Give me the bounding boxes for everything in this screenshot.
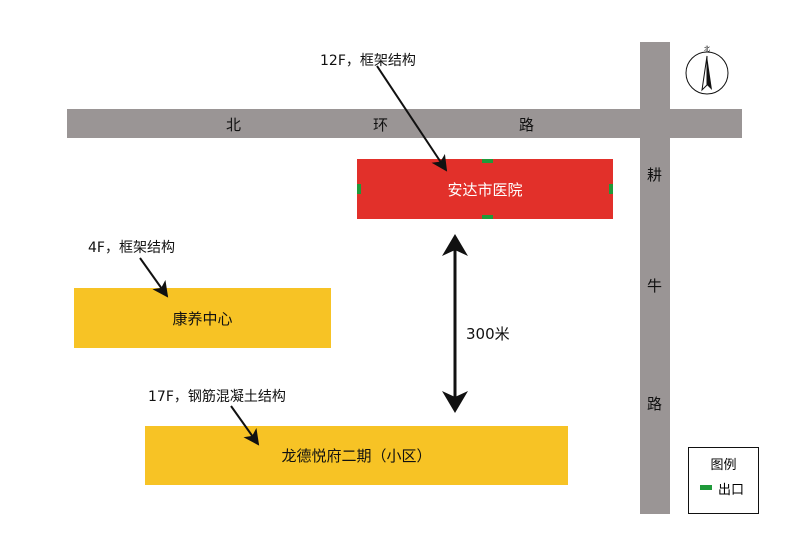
legend-exit-label: 出口 [718, 483, 745, 498]
distance-arrow-head-bottom [442, 391, 468, 413]
north-ring-road-char-2: 环 [373, 116, 389, 134]
hospital-exit-right [609, 184, 613, 194]
compass: 北 [684, 46, 730, 96]
compass-north-label: 北 [703, 46, 710, 53]
legend-exit-swatch [700, 485, 712, 490]
gengniu-road-char-2: 牛 [647, 277, 663, 295]
north-ring-road-char-1: 北 [226, 116, 242, 134]
gengniu-road [640, 42, 670, 514]
distance-label: 300米 [466, 325, 510, 343]
distance-arrow-head-top [442, 234, 468, 256]
gengniu-road-char-1: 耕 [647, 166, 663, 184]
hospital-exit-top [482, 159, 493, 163]
legend-box: 图例 出口 [688, 447, 759, 514]
care-center-building: 康养中心 [74, 288, 331, 348]
hospital-exit-bottom [482, 215, 493, 219]
legend-title: 图例 [710, 458, 737, 473]
residence-pointer-arrow [230, 405, 260, 446]
north-ring-road [67, 109, 742, 138]
care-center-note: 4F，框架结构 [88, 240, 175, 256]
hospital-note: 12F，框架结构 [320, 53, 416, 69]
care-center-name: 康养中心 [172, 309, 233, 328]
residence-building: 龙德悦府二期（小区） [145, 426, 568, 485]
gengniu-road-char-3: 路 [647, 395, 663, 413]
north-arrow-icon [685, 51, 729, 95]
north-ring-road-char-3: 路 [519, 116, 535, 134]
hospital-pointer-arrow [376, 65, 448, 172]
residence-note: 17F，钢筋混凝土结构 [148, 389, 286, 405]
care-center-pointer-arrow [139, 257, 169, 298]
hospital-building: 安达市医院 [357, 159, 613, 219]
hospital-name: 安达市医院 [447, 180, 523, 199]
hospital-exit-left [357, 184, 361, 194]
residence-name: 龙德悦府二期（小区） [281, 447, 432, 465]
